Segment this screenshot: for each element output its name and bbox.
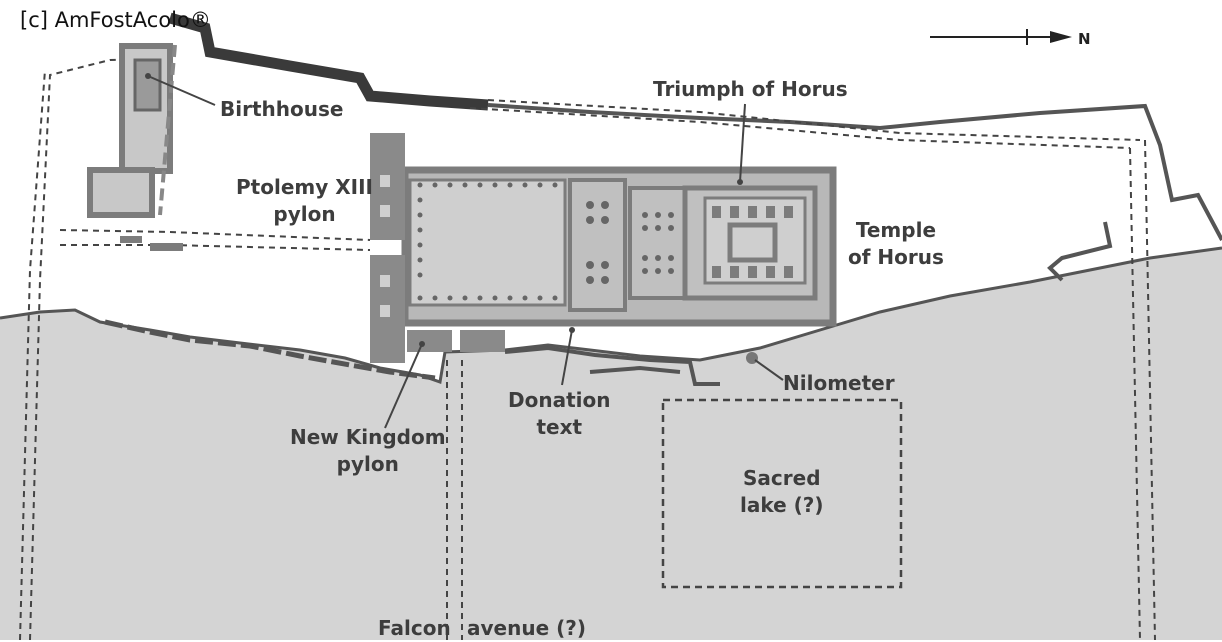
- label-triumph-of-horus: Triumph of Horus: [653, 77, 848, 101]
- leader-birthhouse: [147, 75, 216, 106]
- leader-triumph: [739, 103, 746, 183]
- sacred-lake-outline: [661, 398, 903, 589]
- label-nilometer: Nilometer: [783, 371, 895, 395]
- dashed-enclosure: [19, 69, 46, 640]
- label-donation-line: text: [536, 415, 583, 439]
- label-temple-line: of Horus: [848, 245, 944, 269]
- dashed-enclosure: [60, 244, 371, 251]
- inner-wall-fragment: [589, 365, 681, 374]
- label-sacred-lake-line: Sacred: [743, 466, 821, 490]
- label-ptolemy-line: Ptolemy XIII: [236, 175, 373, 199]
- label-falcon-avenue-right: avenue (?): [467, 616, 586, 640]
- leader-new-kingdom: [384, 343, 423, 429]
- leader-dot: [419, 341, 425, 347]
- label-ptolemy-line: pylon: [273, 202, 336, 226]
- north-arrow-icon: [930, 29, 1072, 45]
- dashed-enclosure: [59, 229, 371, 241]
- north-label: N: [1078, 30, 1091, 48]
- dashed-enclosure: [469, 107, 1131, 149]
- label-donation-line: Donation: [508, 388, 611, 412]
- outer-enclosure-wall: [487, 103, 1222, 241]
- north-enclosure-wall: [168, 12, 489, 111]
- birthhouse-structure: [87, 43, 183, 251]
- label-new-kingdom-pylon: New Kingdom pylon: [290, 424, 446, 478]
- nilometer-marker: [746, 352, 758, 364]
- label-temple-of-horus: Temple of Horus: [848, 217, 944, 271]
- label-sacred-lake-line: lake (?): [740, 493, 824, 517]
- inner-wall-fragment: [104, 319, 436, 381]
- ground-area: [0, 248, 1222, 640]
- label-donation-text: Donation text: [508, 387, 610, 441]
- dashed-enclosure: [1129, 147, 1141, 640]
- inner-wall-fragment: [504, 345, 720, 386]
- leader-donation: [561, 329, 573, 386]
- label-new-kingdom-line: pylon: [336, 452, 399, 476]
- leader-dot: [737, 179, 743, 185]
- label-ptolemy-pylon: Ptolemy XIII pylon: [236, 174, 373, 228]
- dashed-enclosure: [29, 57, 176, 640]
- dashed-enclosure: [487, 99, 1141, 141]
- label-falcon-avenue-left: Falcon: [378, 616, 451, 640]
- leader-dot: [145, 73, 151, 79]
- leader-dot: [569, 327, 575, 333]
- label-temple-line: Temple: [855, 218, 937, 242]
- leader-nilometer: [754, 359, 784, 381]
- temple-of-horus-structure: [370, 133, 837, 363]
- east-wall-segment: [1047, 221, 1113, 282]
- watermark: [c] AmFostAcolo®: [20, 8, 211, 32]
- label-sacred-lake: Sacred lake (?): [740, 465, 824, 519]
- label-birthhouse: Birthhouse: [220, 97, 344, 121]
- label-new-kingdom-line: New Kingdom: [290, 425, 446, 449]
